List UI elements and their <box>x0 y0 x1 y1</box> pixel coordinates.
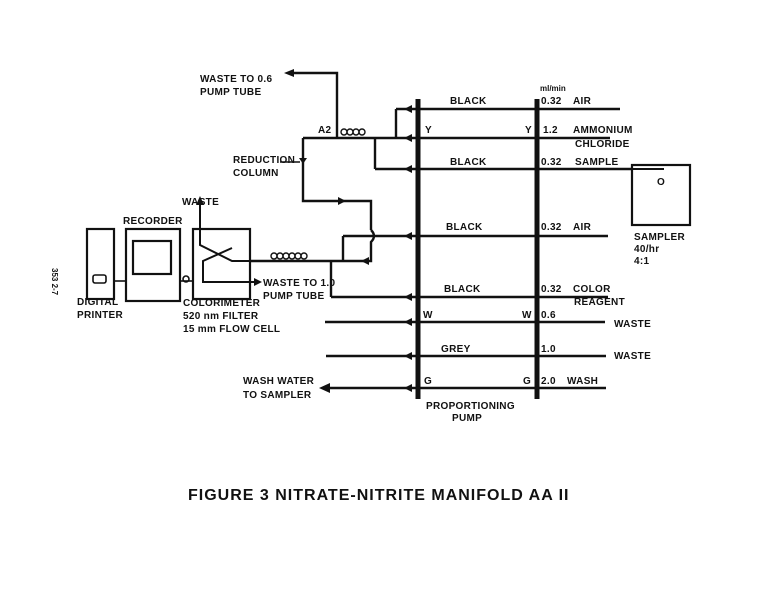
pump-line-wash: G G 2.0 WASH <box>319 376 606 393</box>
reduction-column-label-2: COLUMN <box>233 168 279 179</box>
pump-label-2: PUMP <box>452 413 482 424</box>
waste-06-label: WASTE TO 0.6 <box>200 74 272 85</box>
pump-label: PROPORTIONING <box>426 401 515 412</box>
flow-rate: 1.0 <box>541 344 556 355</box>
waste-lo-arrow <box>254 278 262 286</box>
tube-code-right: W <box>522 310 532 321</box>
flow-arrow <box>404 352 412 360</box>
flow-arrow <box>361 257 369 265</box>
flow-arrow <box>338 197 346 205</box>
cable-loop <box>182 275 190 283</box>
wash-outlet-arrow <box>319 383 330 393</box>
wash-water-label-2: TO SAMPLER <box>243 390 312 401</box>
flow-arrow <box>404 293 412 301</box>
sampler-rate-label: 40/hr <box>634 244 659 255</box>
waste-06-label-2: PUMP TUBE <box>200 87 261 98</box>
tube-color-label: BLACK <box>450 157 487 168</box>
tube-code-left: Y <box>425 125 432 136</box>
tube-color-label: BLACK <box>444 284 481 295</box>
crossover-tube <box>250 229 376 263</box>
tube-color-label: BLACK <box>446 222 483 233</box>
reagent-label: SAMPLE <box>575 157 618 168</box>
pump-line-air-2: BLACK 0.32 AIR <box>343 222 608 240</box>
pump-line-sample: BLACK 0.32 SAMPLE <box>375 157 632 173</box>
tube-code-left: W <box>423 310 433 321</box>
side-note: 353 2-7 <box>50 268 59 296</box>
mixing-coil-colorimeter <box>270 252 308 260</box>
waste-06-arrow <box>284 69 294 77</box>
pump-line-air-1: BLACK 0.32 AIR <box>396 96 620 113</box>
tube-code-right: G <box>523 376 531 387</box>
recorder-label: RECORDER <box>123 216 183 227</box>
flow-rate: 1.2 <box>543 125 558 136</box>
tube-color-label: GREY <box>441 344 471 355</box>
reagent-label: WASTE <box>614 319 651 330</box>
tube-color-label: BLACK <box>450 96 487 107</box>
flow-cell-path <box>199 205 250 262</box>
recorder-box <box>124 227 182 303</box>
colorimeter-label: COLORIMETER <box>183 298 261 309</box>
tube-code-left: G <box>424 376 432 387</box>
colorimeter-box <box>191 227 252 301</box>
reagent-label: AIR <box>573 96 592 107</box>
waste-lo-label: WASTE TO 1.0 <box>263 278 335 289</box>
flow-arrow <box>404 232 412 240</box>
printer-slot-icon <box>92 274 107 284</box>
figure-caption: FIGURE 3 NITRATE-NITRITE MANIFOLD AA II <box>188 487 570 504</box>
reagent-label-2: REAGENT <box>574 297 625 308</box>
colorimeter-filter-label: 520 nm FILTER <box>183 311 259 322</box>
tube-code-right: Y <box>525 125 532 136</box>
mixing-coil-a2 <box>340 128 366 136</box>
flow-cell-return <box>202 247 255 283</box>
reagent-label: WASH <box>567 376 598 387</box>
flow-rate: 0.32 <box>541 284 562 295</box>
flow-rate: 0.6 <box>541 310 556 321</box>
digital-printer-label: DIGITAL <box>77 297 118 308</box>
pump-line-waste-2: GREY 1.0 WASTE <box>326 344 651 362</box>
sampler-probe-label: O <box>657 177 665 188</box>
waste-up-arrow <box>196 196 204 205</box>
reagent-label: AIR <box>573 222 592 233</box>
sampler-label: SAMPLER <box>634 232 685 243</box>
reduction-column-label: REDUCTION <box>233 155 295 166</box>
colorimeter-flowcell-label: 15 mm FLOW CELL <box>183 324 280 335</box>
flow-arrow <box>404 105 412 113</box>
flow-rate: 0.32 <box>541 222 562 233</box>
flow-unit-label: ml/min <box>540 84 566 93</box>
reduction-column-tube <box>301 138 373 230</box>
reduction-inlet-arrow <box>299 158 307 164</box>
flow-arrow <box>404 134 412 142</box>
digital-printer-box <box>85 227 116 301</box>
pump-line-ammonium-chloride: Y Y 1.2 AMMONIUM CHLORIDE <box>303 125 633 150</box>
waste-top-label: WASTE <box>182 197 219 208</box>
pump-line-color-reagent: BLACK 0.32 COLOR REAGENT <box>331 284 625 308</box>
reagent-label: COLOR <box>573 284 611 295</box>
flow-arrow <box>404 384 412 392</box>
flow-rate: 0.32 <box>541 157 562 168</box>
sampler-box <box>630 163 692 227</box>
wash-water-label: WASH WATER <box>243 376 315 387</box>
digital-printer-label-2: PRINTER <box>77 310 123 321</box>
reagent-label-2: CHLORIDE <box>575 139 630 150</box>
a2-label: A2 <box>318 125 332 136</box>
sampler-ratio-label: 4:1 <box>634 256 649 267</box>
reagent-label: WASTE <box>614 351 651 362</box>
flow-rate: 2.0 <box>541 376 556 387</box>
waste-06-tube <box>292 71 339 138</box>
flow-rate: 0.32 <box>541 96 562 107</box>
reagent-label: AMMONIUM <box>573 125 633 136</box>
flow-arrow <box>404 165 412 173</box>
flow-arrow <box>404 318 412 326</box>
waste-lo-label-2: PUMP TUBE <box>263 291 324 302</box>
pump-line-waste-1: W W 0.6 WASTE <box>325 310 651 330</box>
recorder-screen <box>131 239 173 276</box>
